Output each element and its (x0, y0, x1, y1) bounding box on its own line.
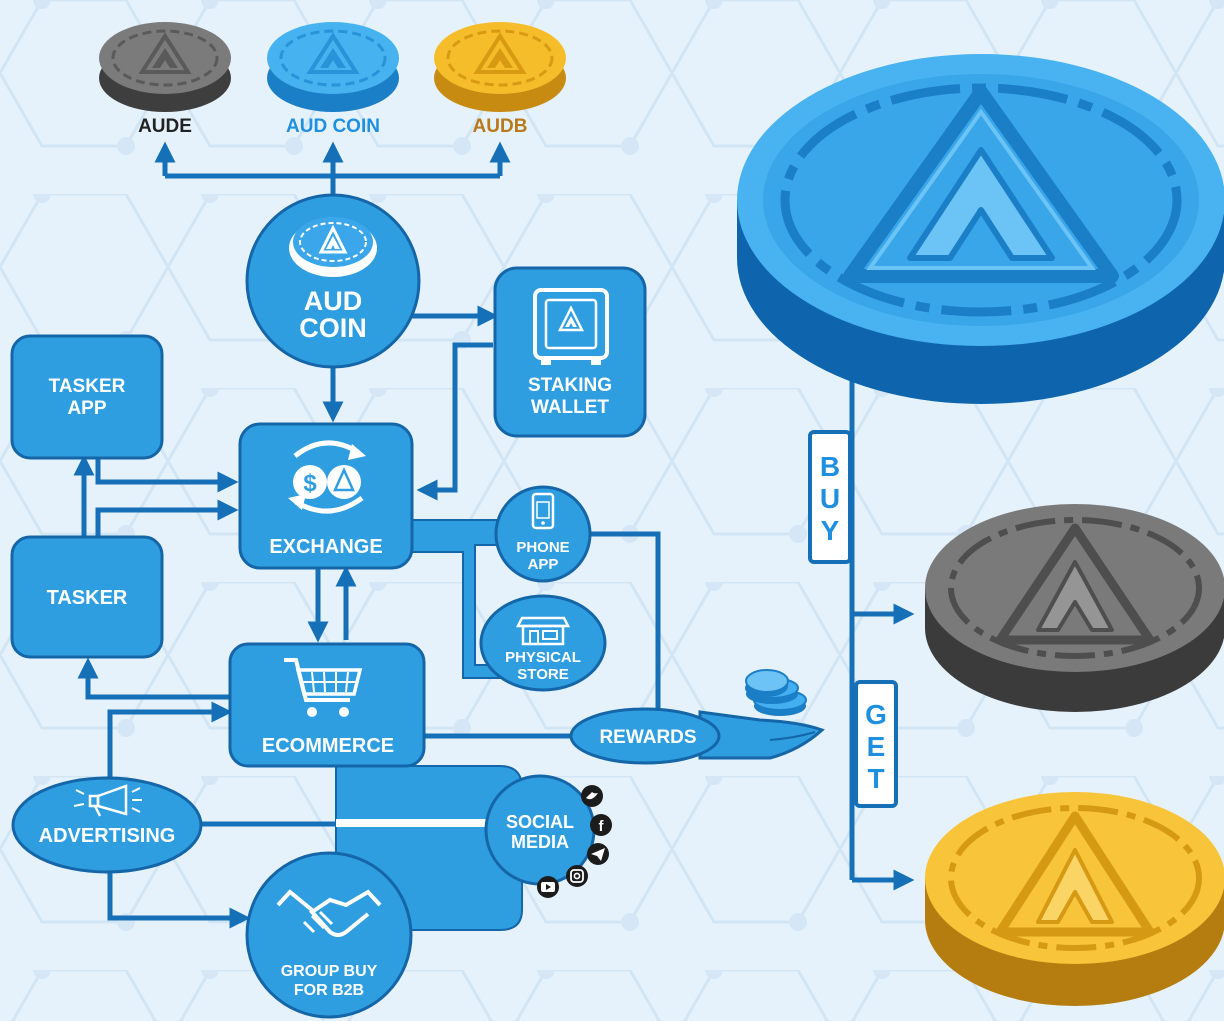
node-rewards: REWARDS (569, 669, 825, 765)
coin-audcoin (267, 22, 399, 112)
safe-icon (533, 288, 609, 365)
instagram-icon (566, 865, 588, 887)
node-group-buy: GROUP BUY FOR B2B (245, 851, 413, 1019)
get-letter-3: T (867, 763, 884, 794)
facebook-icon: f (590, 814, 612, 836)
node-ecommerce: ECOMMERCE (228, 642, 426, 768)
node-exchange: $ EXCHANGE (238, 422, 414, 570)
store-icon (515, 616, 571, 646)
audcoin-title-2: COIN (299, 313, 367, 343)
buy-letter-1: B (820, 451, 840, 482)
social-label-1: SOCIAL (506, 812, 574, 832)
label-audcoin: AUD COIN (286, 116, 380, 137)
node-audcoin: AUD COIN (245, 193, 421, 369)
ecommerce-label: ECOMMERCE (262, 735, 394, 757)
tasker-app-label-2: APP (67, 398, 106, 419)
big-coin-gray (925, 504, 1224, 712)
phone-icon (531, 492, 555, 530)
phone-app-label-2: APP (528, 556, 559, 573)
exchange-label: EXCHANGE (269, 536, 382, 558)
node-advertising: ADVERTISING (11, 776, 203, 874)
hand-coins-icon (698, 669, 825, 760)
label-aude: AUDE (138, 116, 192, 137)
audcoin-title-1: AUD (304, 286, 363, 316)
group-buy-label-2: FOR B2B (294, 982, 364, 999)
buy-tag: B U Y (808, 430, 852, 564)
social-label-2: MEDIA (511, 832, 569, 852)
twitter-icon (581, 785, 603, 807)
tasker-app-label-1: TASKER (49, 376, 126, 397)
label-audb: AUDB (473, 116, 528, 137)
coin-aude (99, 22, 231, 112)
node-staking-wallet: STAKING WALLET (493, 266, 647, 438)
advertising-label: ADVERTISING (39, 825, 176, 847)
staking-label-2: WALLET (531, 397, 609, 418)
youtube-icon (537, 876, 559, 898)
buy-letter-3: Y (821, 515, 840, 546)
tasker-label: TASKER (47, 587, 128, 609)
phone-app-label-1: PHONE (516, 539, 569, 556)
buy-letter-2: U (820, 483, 840, 514)
svg-text:f: f (599, 818, 605, 835)
rewards-label: REWARDS (599, 727, 696, 748)
store-label-2: STORE (517, 666, 568, 683)
get-tag: G E T (854, 680, 898, 808)
group-buy-label-1: GROUP BUY (281, 963, 378, 980)
telegram-icon (587, 843, 609, 865)
coin-audb (434, 22, 566, 112)
svg-text:$: $ (303, 470, 317, 497)
coin-icon (289, 217, 377, 277)
big-coin-gold (925, 792, 1224, 1006)
handshake-icon (276, 889, 382, 937)
node-social-media: SOCIAL MEDIA f (484, 774, 612, 898)
big-coin-blue (737, 54, 1224, 404)
node-physical-store: PHYSICAL STORE (479, 594, 607, 692)
staking-label-1: STAKING (528, 375, 612, 396)
node-phone-app: PHONE APP (494, 485, 592, 583)
store-label-1: PHYSICAL (505, 649, 581, 666)
megaphone-icon (73, 784, 142, 817)
exchange-icon: $ (288, 440, 366, 514)
get-letter-1: G (865, 699, 887, 730)
shopping-cart-icon (284, 658, 363, 717)
node-tasker: TASKER (10, 535, 164, 659)
node-tasker-app: TASKER APP (10, 334, 164, 460)
get-letter-2: E (867, 731, 886, 762)
